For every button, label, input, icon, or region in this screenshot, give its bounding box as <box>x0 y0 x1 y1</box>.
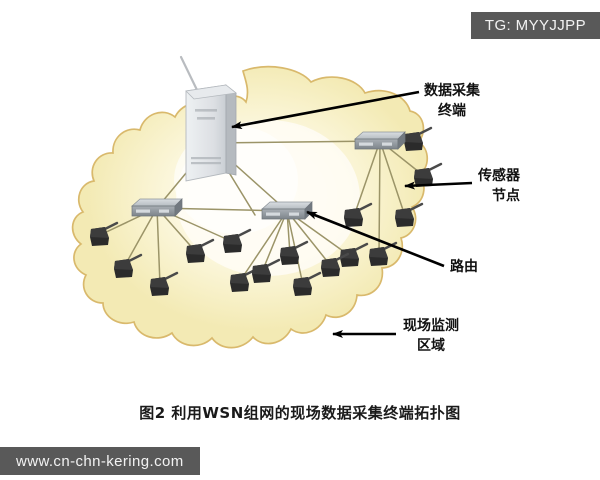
sensor-top-face <box>230 273 249 284</box>
sensor-top-face <box>223 234 242 245</box>
terminal-vent <box>191 162 221 165</box>
sensor-node[interactable]: 传感器节点 <box>223 228 252 253</box>
callout-label-line: 现场监测 <box>403 317 459 334</box>
network-link <box>286 210 332 267</box>
router-top-face <box>131 198 183 207</box>
callout-arrow-router <box>306 210 445 268</box>
router-node[interactable]: 路由 <box>354 131 406 150</box>
sensor-top-face <box>150 277 169 288</box>
figure-caption: 图2 利用WSN组网的现场数据采集终端拓扑图 <box>139 404 461 422</box>
sensor-top-face <box>90 227 109 238</box>
callout-label-line: 数据采集 <box>424 82 481 99</box>
sensor-node[interactable]: 传感器节点 <box>293 271 322 296</box>
sensor-node[interactable]: 传感器节点 <box>321 252 350 277</box>
network-link <box>239 210 288 282</box>
router-node[interactable]: 路由 <box>261 201 313 220</box>
sensor-node[interactable]: 传感器节点 <box>90 221 119 246</box>
callout-arrow-terminal <box>231 90 420 130</box>
router-led-strip <box>289 212 299 216</box>
watermark-bottom-left: www.cn-chn-kering.com <box>0 447 200 475</box>
router-port-strip <box>359 142 373 146</box>
sensor-top-face <box>344 208 363 219</box>
network-link <box>123 207 158 268</box>
sensor-top-face <box>186 244 205 255</box>
callout-label-line: 终端 <box>438 102 466 119</box>
router-top-face <box>261 201 313 210</box>
network-link <box>261 210 288 273</box>
sensor-top-face <box>293 277 312 288</box>
sensor-node[interactable]: 传感器节点 <box>114 253 143 278</box>
sensor-top-face <box>369 247 388 258</box>
sensor-top-face <box>395 208 414 219</box>
sensor-node[interactable]: 传感器节点 <box>344 202 373 227</box>
callout-label-line: 区域 <box>417 337 445 354</box>
router-led-strip <box>382 142 392 146</box>
router-side-face <box>397 131 406 150</box>
terminal-top-face <box>185 84 237 100</box>
router-top-face <box>354 131 406 140</box>
sensor-node[interactable]: 传感器节点 <box>369 241 398 266</box>
callout-arrow-sensor <box>404 181 473 190</box>
terminal-faceplate-text <box>197 117 215 120</box>
callout-label-area: 现场监测区域 <box>403 317 459 354</box>
network-link <box>156 207 161 286</box>
network-link <box>353 140 381 217</box>
callout-label-terminal: 数据采集终端 <box>424 82 481 119</box>
terminal-front-face <box>185 84 227 182</box>
sensor-node[interactable]: 传感器节点 <box>150 271 179 296</box>
router-port-strip <box>266 212 280 216</box>
callout-label-sensor: 传感器节点 <box>477 167 521 204</box>
sensor-top-face <box>414 168 433 179</box>
network-link <box>379 140 406 217</box>
terminal-antenna-icon <box>179 55 199 92</box>
router-port-strip <box>136 209 150 213</box>
router-led-strip <box>159 209 169 213</box>
terminal-vent <box>191 157 221 160</box>
callout-label-line: 节点 <box>492 187 520 204</box>
terminal-side-face <box>225 84 237 176</box>
sensor-node[interactable]: 传感器节点 <box>186 238 215 263</box>
terminal-faceplate-text <box>195 109 217 112</box>
sensor-top-face <box>252 264 271 275</box>
sensor-node[interactable]: 传感器节点 <box>414 162 443 187</box>
sensor-top-face <box>321 258 340 269</box>
sensor-node[interactable]: 传感器节点 <box>252 258 281 283</box>
sensor-top-face <box>114 259 133 270</box>
network-link <box>210 140 381 144</box>
sensor-top-face <box>404 132 423 143</box>
callout-label-router: 路由 <box>450 258 478 275</box>
device-layer: 传感器节点传感器节点传感器节点传感器节点传感器节点传感器节点传感器节点传感器节点… <box>90 55 443 296</box>
sensor-node[interactable]: 传感器节点 <box>280 240 309 265</box>
sensor-top-face <box>280 246 299 257</box>
sensor-node[interactable]: 传感器节点 <box>404 126 433 151</box>
network-link <box>378 140 381 256</box>
callout-label-line: 路由 <box>450 258 478 275</box>
watermark-top-right: TG: MYYJJPP <box>470 12 600 39</box>
router-side-face <box>174 198 183 217</box>
data-acquisition-terminal[interactable]: 数据采集终端 <box>179 55 237 182</box>
router-node[interactable]: 路由 <box>131 198 183 217</box>
callout-label-line: 传感器 <box>477 167 521 184</box>
sensor-node[interactable]: 传感器节点 <box>395 202 424 227</box>
